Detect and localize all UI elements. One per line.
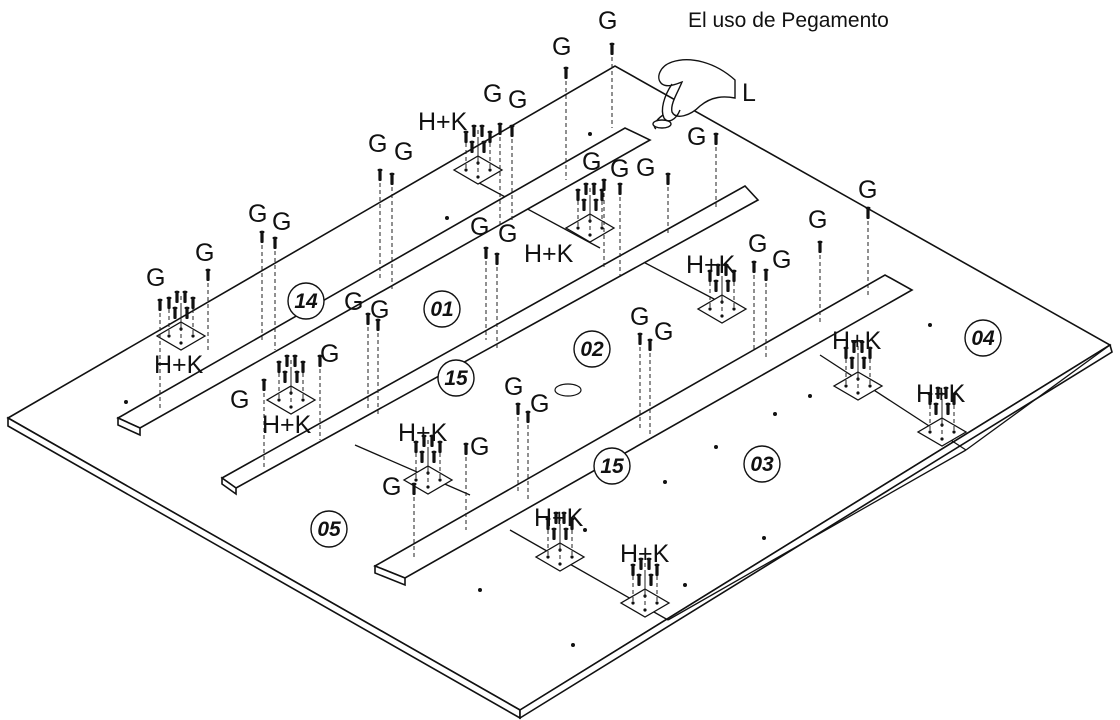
label-g: G xyxy=(630,303,649,331)
base-panel-edge-right xyxy=(519,343,1113,720)
part-tags: 14 01 02 15 04 15 03 05 xyxy=(287,282,1002,548)
label-g: G xyxy=(320,340,339,368)
label-g: G xyxy=(368,130,387,158)
label-g: G xyxy=(598,7,617,35)
cable-hole-icon xyxy=(554,383,582,397)
rail-15-lower xyxy=(373,274,914,587)
part-tag-05: 05 xyxy=(310,510,348,548)
label-g: G xyxy=(483,80,502,108)
part-tag-14: 14 xyxy=(287,282,325,320)
label-g: G xyxy=(344,288,363,316)
label-g: G xyxy=(272,208,291,236)
label-hk: H+K xyxy=(262,411,312,439)
label-hk: H+K xyxy=(832,327,882,355)
label-g: G xyxy=(370,296,389,324)
part-tag-15-lower: 15 xyxy=(593,447,631,485)
label-g: G xyxy=(687,123,706,151)
label-g: G xyxy=(504,373,523,401)
label-g: G xyxy=(808,206,827,234)
label-g: G xyxy=(530,390,549,418)
rail-14 xyxy=(116,127,652,437)
label-g: G xyxy=(230,386,249,414)
label-g: G xyxy=(470,433,489,461)
label-g: G xyxy=(772,246,791,274)
label-hk: H+K xyxy=(916,380,966,408)
label-g: G xyxy=(748,230,767,258)
labels-bracket-hk: H+K H+K H+K H+K H+K H+K H+K H+K H+K H+K xyxy=(154,108,966,568)
part-tag-04: 04 xyxy=(964,319,1002,357)
rail-15-upper xyxy=(220,184,760,496)
label-g: G xyxy=(195,239,214,267)
label-g: G xyxy=(858,176,877,204)
svg-text:02: 02 xyxy=(580,338,604,361)
svg-text:15: 15 xyxy=(600,455,624,478)
label-hk: H+K xyxy=(686,251,736,279)
label-g: G xyxy=(610,155,629,183)
label-glue-l: L xyxy=(742,79,756,107)
label-g: G xyxy=(552,33,571,61)
hand-glue-icon xyxy=(652,59,736,130)
part-tag-02: 02 xyxy=(573,330,611,368)
labels-screw-g: G G G G G G G G G G G G G G G G G G G G … xyxy=(146,7,877,501)
svg-text:03: 03 xyxy=(750,453,774,476)
label-hk: H+K xyxy=(398,419,448,447)
label-g: G xyxy=(636,154,655,182)
panel-holes xyxy=(124,132,932,647)
label-g: G xyxy=(382,473,401,501)
label-g: G xyxy=(508,86,527,114)
svg-text:01: 01 xyxy=(430,298,453,321)
label-hk: H+K xyxy=(154,351,204,379)
svg-text:04: 04 xyxy=(971,327,995,350)
svg-text:14: 14 xyxy=(294,290,318,313)
svg-text:05: 05 xyxy=(317,518,341,541)
part-tag-03: 03 xyxy=(743,445,781,483)
label-hk: H+K xyxy=(418,108,468,136)
label-hk: H+K xyxy=(534,504,584,532)
label-g: G xyxy=(498,220,517,248)
part-tag-15-upper: 15 xyxy=(437,359,475,397)
label-hk: H+K xyxy=(620,540,670,568)
glue-note: El uso de Pegamento xyxy=(688,9,889,32)
label-g: G xyxy=(654,318,673,346)
label-g: G xyxy=(470,213,489,241)
label-g: G xyxy=(582,148,601,176)
screw-icon xyxy=(157,42,871,558)
svg-text:15: 15 xyxy=(444,367,468,390)
label-g: G xyxy=(146,264,165,292)
label-hk: H+K xyxy=(524,240,574,268)
label-g: G xyxy=(248,200,267,228)
part-tag-01: 01 xyxy=(423,290,461,328)
label-g: G xyxy=(394,138,413,166)
